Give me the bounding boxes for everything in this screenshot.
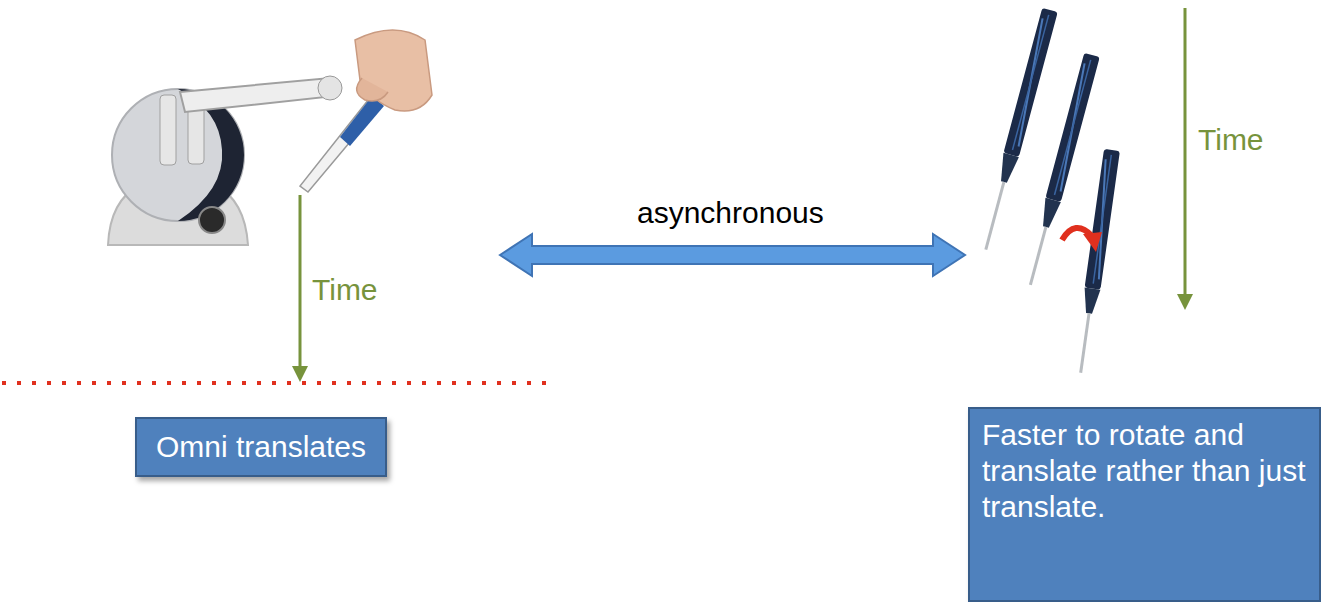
arrow-label: asynchronous [637, 195, 824, 231]
time-label: Time [1198, 122, 1264, 158]
surgical-tool [1023, 53, 1100, 287]
double-arrow [500, 234, 965, 276]
haptic-device [108, 30, 432, 245]
surgical-tool [1073, 149, 1120, 374]
time-arrow [292, 195, 308, 382]
box-text: Faster to rotate and translate rather th… [982, 417, 1307, 525]
time-arrow [1177, 8, 1193, 310]
time-label: Time [312, 272, 378, 308]
rotation-arrow [1062, 228, 1102, 252]
text-box: Faster to rotate and translate rather th… [968, 407, 1321, 602]
box-text: Omni translates [151, 429, 371, 465]
dotted-line [2, 381, 555, 385]
text-box: Omni translates [135, 417, 387, 477]
